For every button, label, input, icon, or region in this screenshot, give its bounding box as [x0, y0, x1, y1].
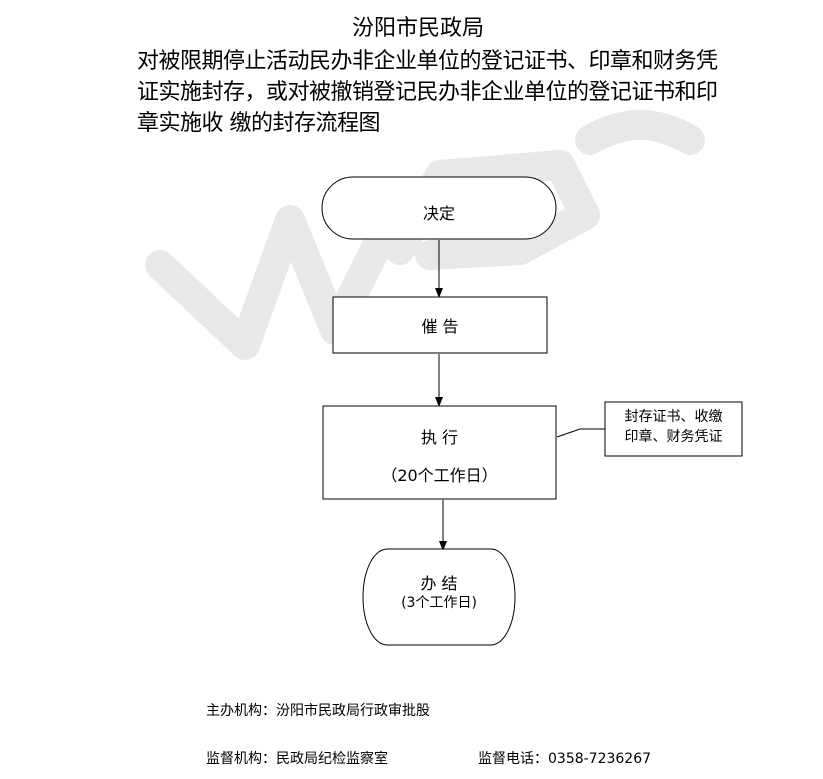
notice-label: 催 告 — [421, 317, 459, 336]
supervisor-text: 监督机构：民政局纪检监察室 — [206, 751, 388, 767]
execute-duration: （20个工作日） — [381, 466, 498, 485]
note-line-2: 印章、财务凭证 — [624, 429, 723, 445]
note-connector — [556, 428, 605, 438]
execute-label: 执 行 — [420, 428, 459, 447]
heading-line-3: 章实施收 缴的封存流程图 — [137, 111, 381, 136]
flow-heading: 对被限期停止活动民办非企业单位的登记证书、印章和财务凭 证实施封存，或对被撤销登… — [137, 46, 718, 139]
finish-duration: (3个工作日) — [401, 595, 477, 611]
decision-label: 决定 — [422, 204, 455, 223]
execute-node — [322, 405, 557, 500]
page-title: 汾阳市民政局 — [352, 16, 485, 41]
organizer-text: 主办机构：汾阳市民政局行政审批股 — [206, 703, 430, 719]
finish-label: 办 结 — [420, 574, 458, 593]
notice-node — [332, 296, 548, 354]
decision-node — [321, 176, 557, 240]
finish-node — [362, 548, 516, 646]
note-text: 封存证书、收缴 印章、财务凭证 — [605, 402, 742, 456]
note-box — [604, 401, 743, 457]
heading-line-1: 对被限期停止活动民办非企业单位的登记证书、印章和财务凭 — [137, 49, 718, 74]
heading-line-2: 证实施封存，或对被撤销登记民办非企业单位的登记证书和印 — [137, 80, 718, 105]
note-line-1: 封存证书、收缴 — [624, 409, 723, 425]
phone-text: 监督电话：0358-7236267 — [478, 751, 652, 767]
